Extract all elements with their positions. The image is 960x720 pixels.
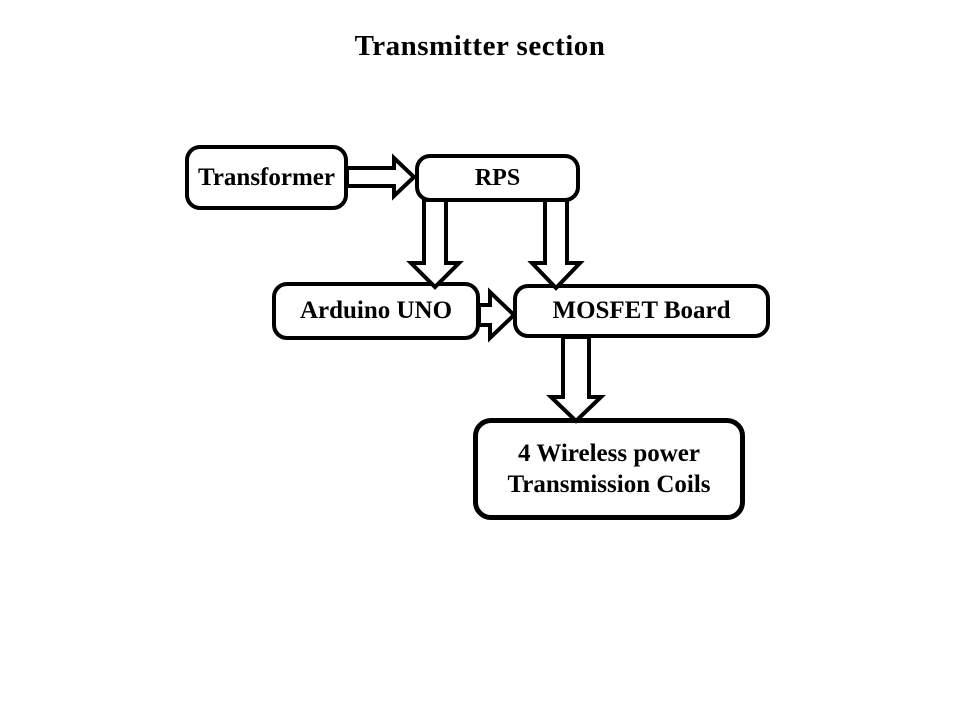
arrow-rps-to-mosfet-icon bbox=[527, 198, 585, 291]
node-rps-label: RPS bbox=[474, 165, 521, 191]
arrow-transformer-to-rps-icon bbox=[345, 153, 417, 201]
node-mosfet-board: MOSFET Board bbox=[513, 284, 770, 338]
diagram-title: Transmitter section bbox=[354, 30, 606, 62]
node-arduino-uno-label: Arduino UNO bbox=[299, 297, 453, 325]
arrow-mosfet-to-coils-icon bbox=[546, 335, 606, 424]
node-transmission-coils-label-line1: 4 Wireless power bbox=[518, 439, 700, 467]
node-mosfet-board-label: MOSFET Board bbox=[552, 297, 731, 325]
arrow-rps-to-arduino-icon bbox=[406, 198, 464, 290]
node-transmission-coils: 4 Wireless power Transmission Coils bbox=[473, 418, 745, 520]
node-transmission-coils-label-line2: Transmission Coils bbox=[507, 471, 711, 498]
node-arduino-uno: Arduino UNO bbox=[272, 282, 480, 340]
node-transformer: Transformer bbox=[185, 145, 348, 210]
node-transformer-label: Transformer bbox=[198, 163, 335, 191]
node-rps: RPS bbox=[415, 154, 580, 202]
arrow-arduino-to-mosfet-icon bbox=[477, 287, 517, 343]
